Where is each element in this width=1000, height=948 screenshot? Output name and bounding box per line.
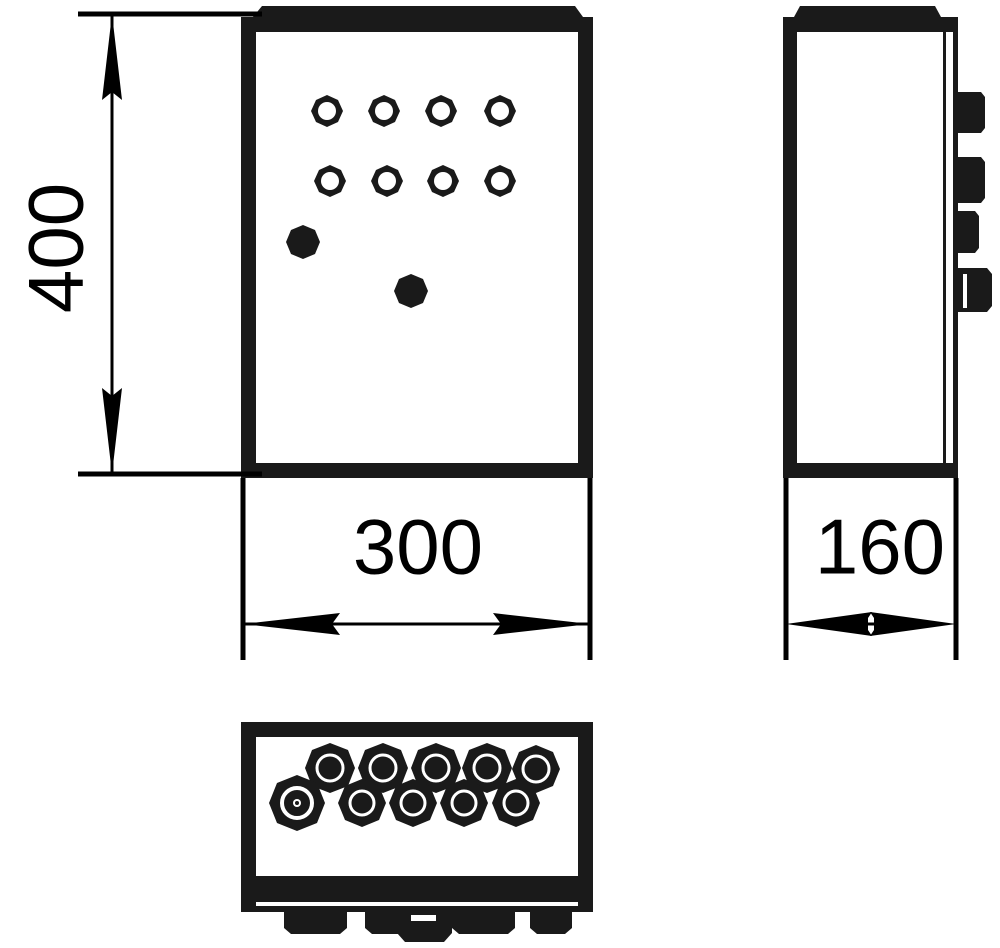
cable-gland bbox=[389, 779, 437, 827]
depth-dim-arrow-right bbox=[870, 612, 956, 636]
depth-dim-inner-arrow-right bbox=[874, 617, 884, 631]
front-panel-hole bbox=[368, 95, 400, 127]
height-dim-label: 400 bbox=[12, 183, 100, 313]
front-panel-indicator-dot bbox=[394, 274, 428, 308]
bottom-view bbox=[241, 722, 593, 942]
cable-gland bbox=[305, 743, 355, 793]
cable-gland-row-top bbox=[305, 743, 560, 793]
front-panel-hole bbox=[484, 95, 516, 127]
mounting-tab bbox=[530, 912, 572, 934]
cable-gland-row-bottom bbox=[269, 775, 540, 831]
depth-dimension: 160 bbox=[783, 478, 959, 660]
depth-dim-arrow-left bbox=[786, 612, 872, 636]
center-latch-slot bbox=[411, 915, 436, 921]
cable-gland bbox=[462, 743, 512, 793]
front-panel-hole bbox=[314, 165, 346, 197]
depth-dim-inner-arrow-left bbox=[858, 617, 868, 631]
height-dimension: 400 bbox=[12, 11, 262, 477]
front-panel-hole bbox=[427, 165, 459, 197]
front-panel-hole-row-1 bbox=[311, 95, 516, 127]
width-dim-arrow-right bbox=[493, 613, 590, 635]
door-edge-strip bbox=[946, 32, 953, 463]
width-dim-arrow-left bbox=[243, 613, 340, 635]
hinge-tab-middle-icon bbox=[958, 157, 985, 203]
front-panel-hole-row-2 bbox=[314, 165, 516, 197]
width-dim-label: 300 bbox=[353, 503, 483, 591]
side-view bbox=[783, 6, 992, 478]
cable-gland bbox=[338, 779, 386, 827]
front-panel-hole bbox=[484, 165, 516, 197]
mounting-tab bbox=[284, 912, 347, 934]
center-latch-icon bbox=[397, 912, 452, 942]
bottom-view-gasket-frame bbox=[241, 890, 593, 912]
front-view bbox=[241, 6, 593, 478]
width-dimension: 300 bbox=[240, 478, 593, 660]
mounting-tab bbox=[452, 912, 515, 934]
cable-gland bbox=[492, 779, 540, 827]
side-latch-slot bbox=[963, 274, 967, 308]
front-panel-hole bbox=[371, 165, 403, 197]
height-dim-arrow-top bbox=[102, 14, 122, 100]
front-panel-hole bbox=[425, 95, 457, 127]
cable-gland-with-pin bbox=[269, 775, 325, 831]
front-panel-hole bbox=[311, 95, 343, 127]
hinge-tab-upper-icon bbox=[958, 92, 985, 133]
cable-gland bbox=[358, 743, 408, 793]
depth-dim-label: 160 bbox=[815, 503, 945, 591]
side-view-body-outline bbox=[783, 17, 958, 478]
hinge-tab-lower-icon bbox=[958, 211, 979, 253]
front-panel-indicator-dot bbox=[286, 225, 320, 259]
cable-gland bbox=[440, 779, 488, 827]
cable-gland bbox=[512, 745, 560, 793]
height-dim-arrow-bottom bbox=[102, 388, 122, 474]
cable-gland bbox=[411, 743, 461, 793]
